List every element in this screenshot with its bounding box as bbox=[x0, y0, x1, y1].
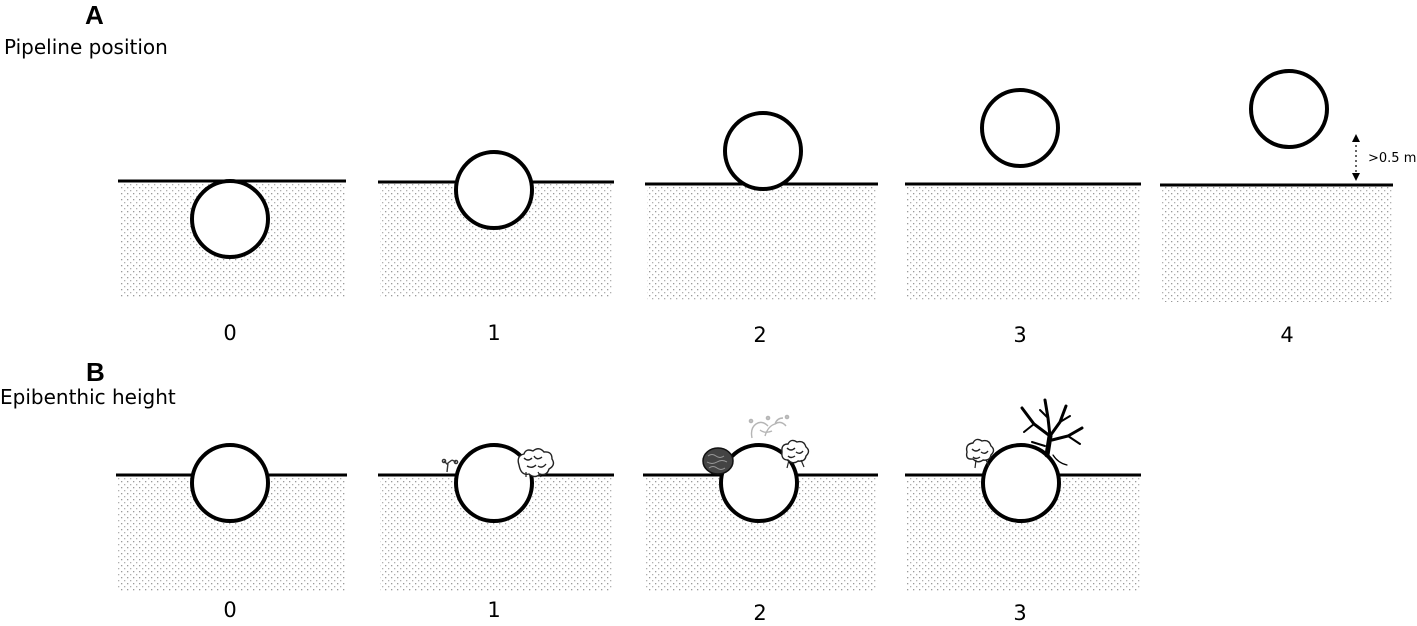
coral-tree-icon bbox=[1020, 398, 1084, 466]
panel-a-scenario-4: >0.5 m 4 bbox=[1160, 69, 1416, 347]
pipe-circle bbox=[190, 443, 270, 523]
panel-b-scenario-1: 1 bbox=[378, 443, 614, 622]
panel-a-letter: A bbox=[85, 0, 104, 30]
small-hydroid-icon bbox=[441, 458, 459, 473]
panel-a-score-2: 2 bbox=[753, 323, 766, 347]
sediment bbox=[907, 186, 1140, 301]
pipe-circle bbox=[980, 88, 1060, 168]
panel-a-scenario-0: 0 bbox=[118, 179, 346, 345]
hydroid-colony-icon bbox=[748, 414, 790, 439]
height-dimension-arrow bbox=[1352, 134, 1360, 181]
pipe-circle bbox=[454, 443, 534, 523]
panel-b-score-3: 3 bbox=[1013, 601, 1026, 625]
bryozoan-cluster-icon bbox=[517, 448, 555, 478]
sediment bbox=[1162, 187, 1392, 302]
panel-a-scenario-1: 1 bbox=[378, 150, 614, 345]
bryozoan-cluster-icon bbox=[781, 439, 810, 469]
panel-a-score-3: 3 bbox=[1013, 323, 1026, 347]
pipe-circle bbox=[190, 179, 270, 259]
bryozoan-cluster-icon bbox=[965, 438, 995, 469]
pipe-circle bbox=[723, 111, 803, 191]
sponge-icon bbox=[702, 447, 734, 475]
panel-a-scenario-3: 3 bbox=[905, 88, 1141, 347]
panel-b-scenario-3: 3 bbox=[905, 398, 1141, 625]
panel-b-score-0: 0 bbox=[223, 598, 236, 622]
panel-a-scenario-2: 2 bbox=[645, 111, 878, 347]
panel-b-title: Epibenthic height bbox=[0, 385, 176, 409]
panel-b-score-2: 2 bbox=[753, 601, 766, 625]
height-dimension-label: >0.5 m bbox=[1368, 151, 1416, 166]
pipe-circle bbox=[719, 443, 799, 523]
pipe-circle bbox=[981, 443, 1061, 523]
pipe-circle bbox=[454, 150, 534, 230]
panel-b-score-1: 1 bbox=[487, 598, 500, 622]
panel-a-title: Pipeline position bbox=[4, 35, 168, 59]
panel-b-scenario-0: 0 bbox=[116, 443, 347, 622]
sediment bbox=[647, 185, 877, 300]
pipe-circle bbox=[1249, 69, 1329, 149]
panel-a-score-0: 0 bbox=[223, 321, 236, 345]
panel-b-letter: B bbox=[86, 357, 105, 387]
panel-b-scenario-2: 2 bbox=[643, 414, 878, 625]
panel-a-score-1: 1 bbox=[487, 321, 500, 345]
panel-a-score-4: 4 bbox=[1280, 323, 1293, 347]
